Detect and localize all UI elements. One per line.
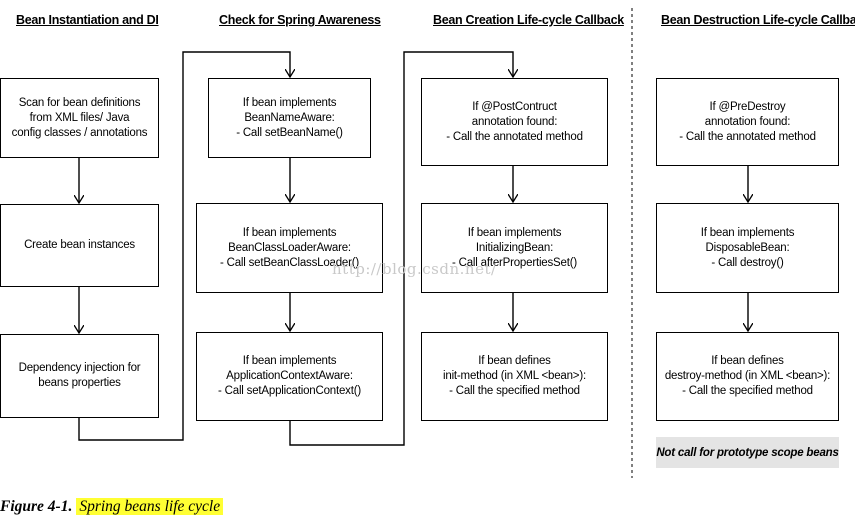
- box-line: If bean implements: [242, 96, 337, 109]
- box-line: BeanClassLoaderAware:: [228, 241, 351, 254]
- figure-label: Figure 4-1.: [0, 498, 73, 515]
- figure-title: Spring beans life cycle: [76, 498, 224, 515]
- box-line: config classes / annotations: [11, 126, 148, 139]
- box-line: If bean defines: [478, 355, 551, 367]
- box-init-method: If bean defines init-method (in XML <bea…: [421, 332, 608, 421]
- arrow-appcontext-to-postconstruct: [289, 51, 513, 446]
- box-bean-name-aware: If bean implements BeanNameAware: - Call…: [208, 78, 371, 158]
- column-header-awareness: Check for Spring Awareness: [219, 13, 381, 27]
- box-line: Create bean instances: [24, 239, 135, 251]
- box-line: InitializingBean:: [475, 241, 554, 254]
- box-initializing-bean: If bean implements InitializingBean: - C…: [421, 203, 608, 293]
- box-line: Dependency injection for: [18, 362, 141, 374]
- box-line: If bean defines: [711, 355, 784, 367]
- box-line: Scan for bean definitions: [18, 96, 141, 109]
- box-line: If bean implements: [242, 355, 337, 367]
- box-line: annotation found:: [704, 115, 791, 128]
- box-line: If bean implements: [242, 226, 337, 239]
- box-line: - Call the annotated method: [679, 130, 816, 143]
- box-line: BeanNameAware:: [244, 111, 335, 124]
- box-line: If @PreDestroy: [709, 100, 786, 113]
- box-line: - Call afterPropertiesSet(): [452, 256, 577, 269]
- column-header-creation-callback: Bean Creation Life-cycle Callback: [433, 13, 624, 27]
- prototype-scope-note: Not call for prototype scope beans: [656, 437, 839, 468]
- box-line: - Call the specified method: [682, 385, 813, 397]
- column-header-destruction-callback: Bean Destruction Life-cycle Callback: [661, 13, 855, 27]
- box-line: - Call the specified method: [449, 385, 580, 397]
- box-bean-classloader-aware: If bean implements BeanClassLoaderAware:…: [196, 203, 383, 293]
- box-post-construct: If @PostContruct annotation found: - Cal…: [421, 78, 608, 166]
- figure-caption: Figure 4-1.Spring beans life cycle: [0, 498, 224, 516]
- box-disposable-bean: If bean implements DisposableBean: - Cal…: [656, 203, 839, 293]
- box-line: - Call the annotated method: [446, 130, 583, 143]
- box-dependency-injection: Dependency injection for beans propertie…: [0, 334, 159, 418]
- box-line: - Call setBeanClassLoader(): [219, 256, 360, 269]
- box-line: init-method (in XML <bean>):: [443, 370, 586, 382]
- box-line: If @PostContruct: [472, 100, 557, 113]
- box-line: - Call setBeanName(): [236, 126, 343, 139]
- box-application-context-aware: If bean implements ApplicationContextAwa…: [196, 332, 383, 421]
- box-line: ApplicationContextAware:: [226, 370, 353, 382]
- box-pre-destroy: If @PreDestroy annotation found: - Call …: [656, 78, 839, 166]
- box-line: - Call setApplicationContext(): [218, 385, 361, 397]
- arrow-di-to-beannameaware: [78, 51, 290, 441]
- box-scan-bean-definitions: Scan for bean definitions from XML files…: [0, 78, 159, 158]
- box-line: destroy-method (in XML <bean>):: [664, 370, 831, 382]
- column-header-instantiation: Bean Instantiation and DI: [16, 13, 159, 27]
- box-line: DisposableBean:: [705, 241, 790, 254]
- box-line: If bean implements: [467, 226, 562, 239]
- box-line: beans properties: [38, 377, 121, 389]
- box-line: - Call destroy(): [711, 256, 784, 269]
- watermark: http://blog.csdn.net/: [332, 260, 497, 278]
- box-line: from XML files/ Java: [29, 111, 130, 124]
- box-line: annotation found:: [471, 115, 558, 128]
- box-create-bean-instances: Create bean instances: [0, 204, 159, 287]
- box-line: If bean implements: [700, 226, 795, 239]
- box-destroy-method: If bean defines destroy-method (in XML <…: [656, 332, 839, 421]
